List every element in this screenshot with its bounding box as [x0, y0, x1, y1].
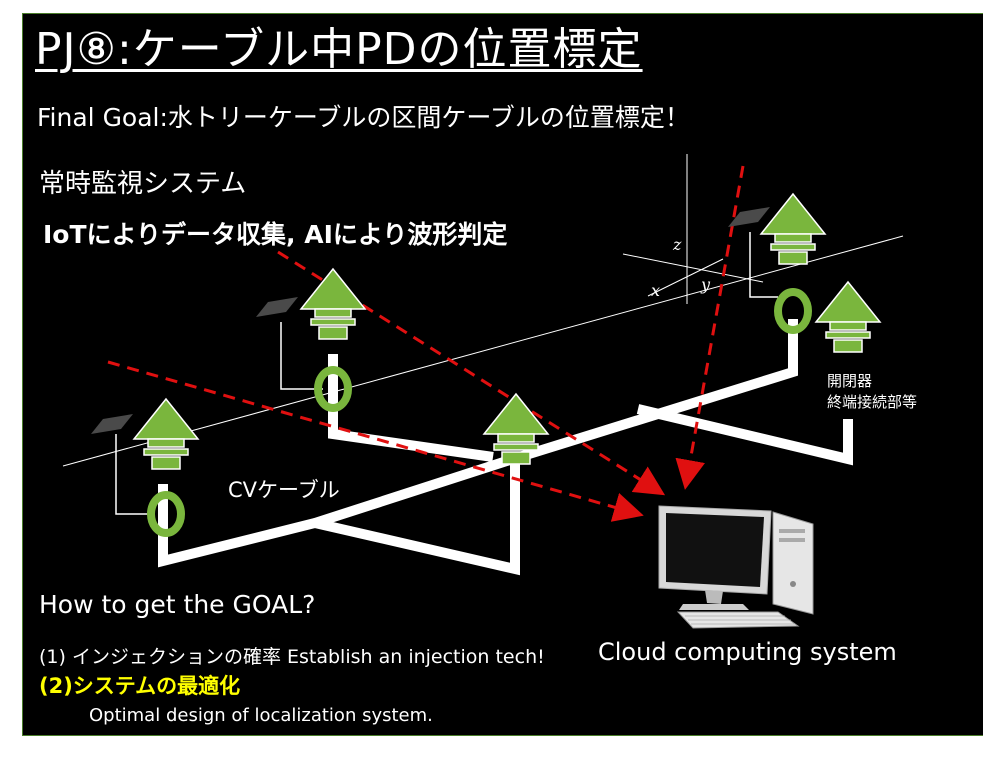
- sensor-wires: [115, 232, 778, 515]
- slide: z x y: [22, 13, 983, 736]
- how-to-heading: How to get the GOAL?: [39, 590, 316, 619]
- sensor-plates: [91, 207, 770, 434]
- cable-network: [158, 319, 853, 576]
- computer-icon: [658, 505, 814, 629]
- switchgear-label: 開閉器: [827, 372, 873, 390]
- slide-title: PJ⑧:ケーブル中PDの位置標定: [35, 24, 643, 75]
- monitoring-system-label: 常時監視システム: [39, 169, 247, 199]
- iot-ai-label: IoTによりデータ収集, AIにより波形判定: [43, 220, 508, 249]
- axis-y-label: y: [700, 275, 711, 294]
- axis-x-label: x: [651, 281, 660, 300]
- ring-sensors: [147, 288, 812, 537]
- axis-z-label: z: [672, 235, 682, 254]
- dashed-arrows: [107, 165, 745, 522]
- system-diagram: z x y: [62, 154, 904, 629]
- step-2-text: (2)システムの最適化: [39, 674, 241, 698]
- step-1-text: (1) インジェクションの確率 Establish an injection t…: [39, 646, 545, 668]
- step-2-subtext: Optimal design of localization system.: [89, 705, 433, 726]
- arrow-units: [132, 192, 882, 470]
- perspective-line: [62, 235, 904, 467]
- cloud-computing-label: Cloud computing system: [598, 638, 897, 666]
- coordinate-axes: [622, 154, 764, 304]
- termination-label: 終端接続部等: [827, 393, 918, 411]
- final-goal-text: Final Goal:水トリーケーブルの区間ケーブルの位置標定！: [37, 103, 690, 132]
- cv-cable-label: CVケーブル: [228, 478, 340, 502]
